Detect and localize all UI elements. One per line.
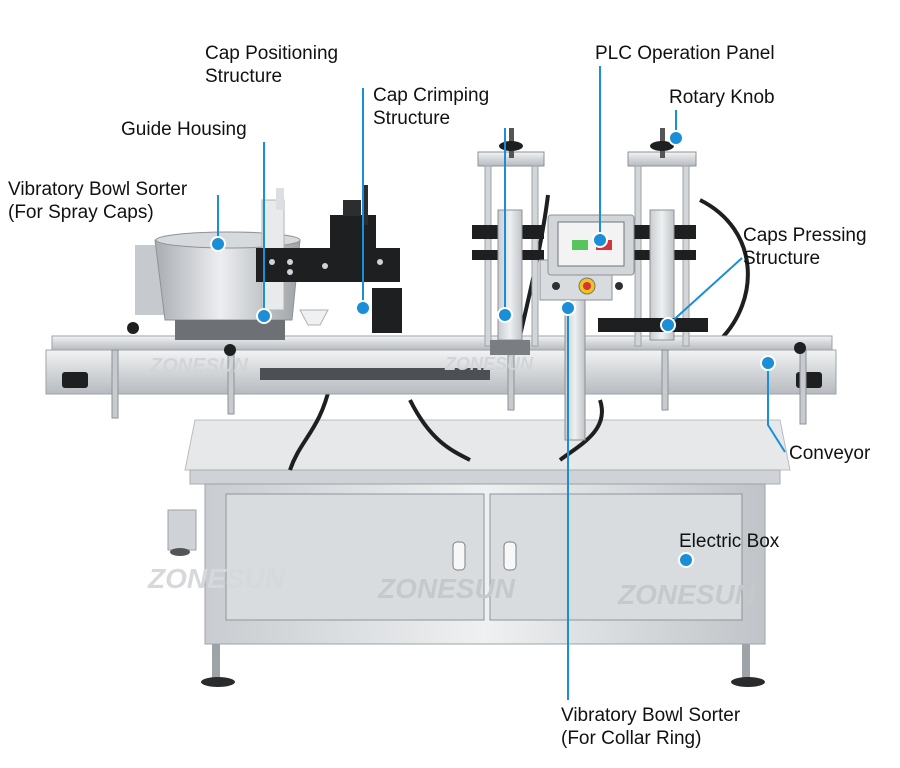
watermarks: ZONESUN ZONESUN ZONESUN ZONESUN ZONESUN — [147, 354, 756, 610]
callout-dot-vibratory-spray — [210, 236, 226, 252]
callout-dot-cap-crimping — [497, 307, 513, 323]
leveling-foot-left — [201, 677, 235, 687]
cabinet-door-left — [225, 493, 485, 621]
callout-line-conveyor — [767, 363, 786, 453]
watermark-5: ZONESUN — [444, 354, 534, 374]
door-handle-left — [452, 541, 466, 571]
watermark-1: ZONESUN — [147, 563, 286, 594]
cabinet-door-right — [489, 493, 743, 621]
callout-dot-cap-positioning — [355, 300, 371, 316]
callout-line-caps-pressing — [667, 257, 743, 326]
callout-dot-guide-housing — [256, 308, 272, 324]
door-handle-right — [503, 541, 517, 571]
callout-dots — [210, 130, 776, 568]
label-vibratory-collar: Vibratory Bowl Sorter (For Collar Ring) — [561, 705, 741, 749]
label-conveyor: Conveyor — [789, 443, 871, 464]
watermark-2: ZONESUN — [377, 573, 516, 604]
watermark-3: ZONESUN — [617, 579, 756, 610]
leveling-foot-right — [731, 677, 765, 687]
callout-dot-vibratory-collar — [560, 300, 576, 316]
plc-screen — [557, 221, 625, 267]
callout-dot-plc — [592, 232, 608, 248]
callout-dot-electric-box — [678, 552, 694, 568]
label-guide-housing: Guide Housing — [121, 119, 247, 140]
watermark-4: ZONESUN — [149, 355, 248, 377]
plc-panel-assembly — [539, 214, 635, 441]
callout-dot-conveyor — [760, 355, 776, 371]
callouts — [217, 66, 786, 700]
label-plc-panel: PLC Operation Panel — [595, 43, 775, 64]
callout-dot-rotary-knob — [668, 130, 684, 146]
label-rotary-knob: Rotary Knob — [669, 87, 775, 108]
label-electric-box: Electric Box — [679, 531, 780, 552]
label-caps-pressing: Caps Pressing Structure — [743, 225, 867, 269]
label-vibratory-spray: Vibratory Bowl Sorter (For Spray Caps) — [8, 179, 188, 223]
caps-pressing-tower — [598, 128, 708, 347]
electric-box-cabinet — [167, 419, 791, 687]
label-cap-crimping: Cap Crimping Structure — [373, 85, 490, 129]
label-cap-positioning: Cap Positioning Structure — [205, 43, 339, 87]
callout-dot-caps-pressing — [660, 317, 676, 333]
